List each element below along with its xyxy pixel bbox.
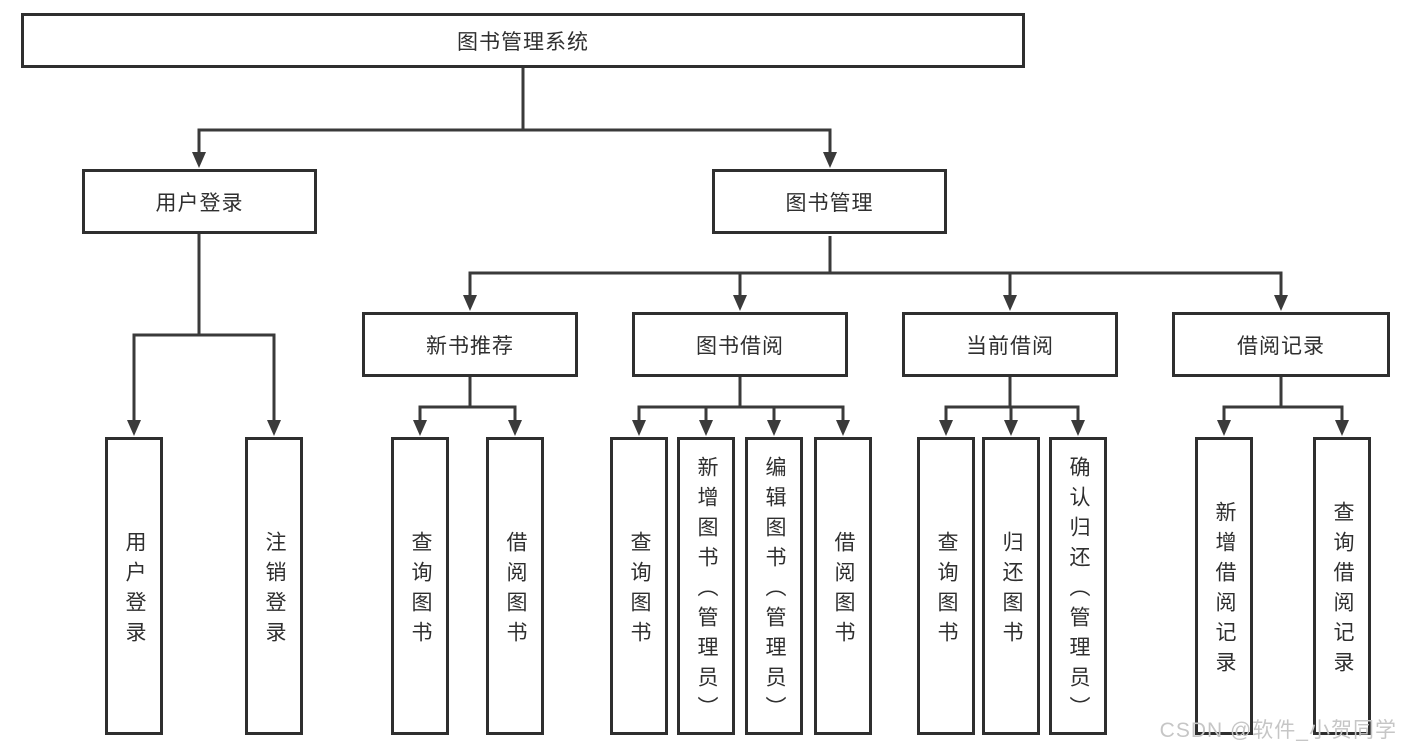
leaf-confirm-return-admin: 确认归还（管理员） (1049, 437, 1107, 735)
arrowhead-icon (267, 420, 281, 436)
arrowhead-icon (1274, 295, 1288, 311)
arrowhead-icon (699, 420, 713, 436)
arrowhead-icon (1217, 420, 1231, 436)
arrowhead-icon (939, 420, 953, 436)
arrowhead-icon (508, 420, 522, 436)
node-root-system: 图书管理系统 (21, 13, 1025, 68)
arrowhead-icon (192, 152, 206, 168)
csdn-watermark: CSDN @软件_小贺同学 (1159, 719, 1397, 742)
leaf-add-books-admin: 新增图书（管理员） (677, 437, 735, 735)
arrowhead-icon (463, 295, 477, 311)
connector-book-mgmt-to-level3 (463, 236, 1288, 311)
connector-borrow-records-to-leaves (1217, 377, 1349, 436)
node-borrowing-records: 借阅记录 (1172, 312, 1390, 377)
node-new-book-recommend: 新书推荐 (362, 312, 578, 377)
arrowhead-icon (767, 420, 781, 436)
connector-current-borrow-to-leaves (939, 377, 1085, 436)
arrowhead-icon (733, 295, 747, 311)
arrowhead-icon (127, 420, 141, 436)
leaf-borrow-books-recommend: 借阅图书 (486, 437, 544, 735)
leaf-query-books-current: 查询图书 (917, 437, 975, 735)
connector-user-login-to-leaves (127, 234, 281, 436)
node-book-management: 图书管理 (712, 169, 947, 234)
leaf-edit-books-admin: 编辑图书（管理员） (745, 437, 803, 735)
connector-book-borrow-to-leaves (632, 377, 850, 436)
node-current-borrowing: 当前借阅 (902, 312, 1118, 377)
leaf-logout: 注销登录 (245, 437, 303, 735)
arrowhead-icon (1004, 420, 1018, 436)
leaf-query-books-borrowing: 查询图书 (610, 437, 668, 735)
arrowhead-icon (632, 420, 646, 436)
arrowhead-icon (823, 152, 837, 168)
leaf-return-books: 归还图书 (982, 437, 1040, 735)
arrowhead-icon (413, 420, 427, 436)
node-book-borrowing: 图书借阅 (632, 312, 848, 377)
leaf-user-login: 用户登录 (105, 437, 163, 735)
arrowhead-icon (1003, 295, 1017, 311)
leaf-add-borrow-record: 新增借阅记录 (1195, 437, 1253, 735)
leaf-query-books-recommend: 查询图书 (391, 437, 449, 735)
arrowhead-icon (1335, 420, 1349, 436)
connector-root-to-level2 (192, 68, 837, 168)
node-user-login: 用户登录 (82, 169, 317, 234)
arrowhead-icon (1071, 420, 1085, 436)
leaf-borrow-books: 借阅图书 (814, 437, 872, 735)
arrowhead-icon (836, 420, 850, 436)
connector-new-book-to-leaves (413, 377, 522, 436)
leaf-query-borrow-record: 查询借阅记录 (1313, 437, 1371, 735)
